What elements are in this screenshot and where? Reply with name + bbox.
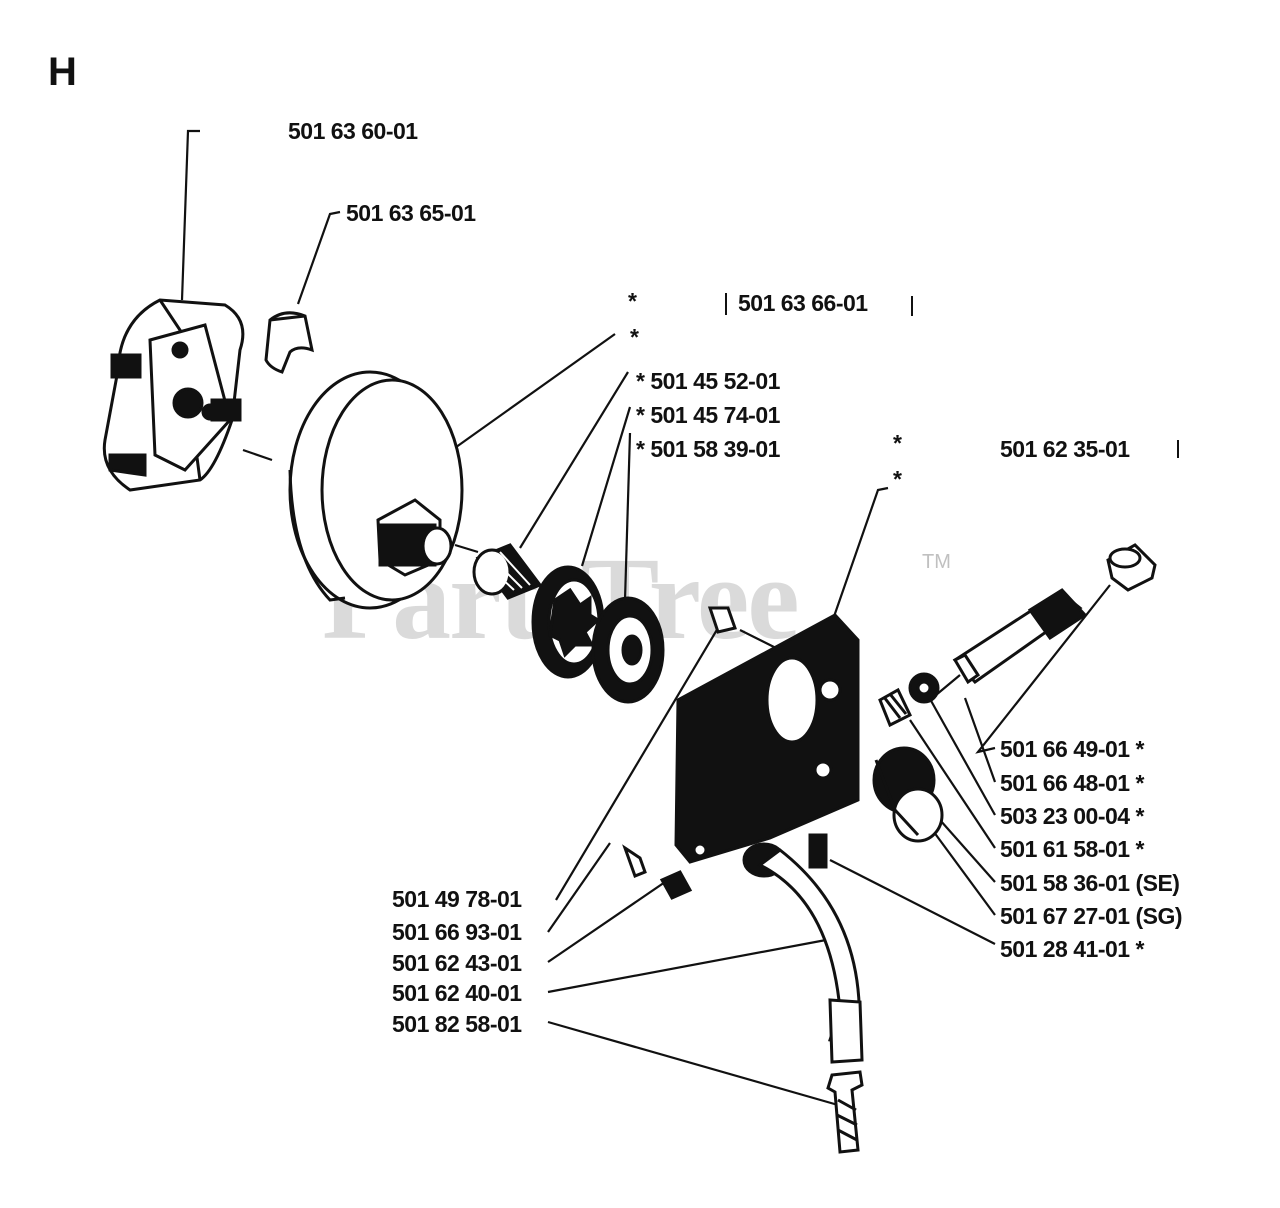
part-label-star-d: * bbox=[893, 466, 902, 492]
washer-ring bbox=[591, 596, 665, 704]
part-label-501-63-65-01: 501 63 65-01 bbox=[346, 200, 476, 226]
leader-line-l13 bbox=[927, 823, 996, 916]
part-label-503-23-00-04: 503 23 00-04 * bbox=[1000, 803, 1144, 829]
leader-line-l19 bbox=[547, 1020, 839, 1107]
leader-line-sprocket bbox=[580, 406, 632, 567]
part-label-501-62-40-01: 501 62 40-01 bbox=[392, 980, 522, 1006]
part-label-501-62-35-01: 501 62 35-01 bbox=[1000, 436, 1130, 462]
part-label-501-45-52-01: * 501 45 52-01 bbox=[636, 368, 780, 394]
worm-gear bbox=[872, 746, 944, 843]
part-label-star-c: * bbox=[893, 430, 902, 456]
leader-line-l14 bbox=[829, 859, 996, 945]
pump-pin bbox=[808, 833, 828, 869]
leader-line-ring bbox=[623, 432, 632, 601]
leader-line-l10 bbox=[924, 689, 996, 816]
pump-spring bbox=[878, 687, 912, 728]
part-label-501-63-66-01: 501 63 66-01 bbox=[738, 290, 868, 316]
part-label-501-61-58-01: 501 61 58-01 * bbox=[1000, 836, 1144, 862]
part-label-501-66-93-01: 501 66 93-01 bbox=[392, 919, 522, 945]
section-letter: H bbox=[48, 50, 77, 94]
leader-line-drum bbox=[451, 333, 616, 451]
part-label-501-62-43-01: 501 62 43-01 bbox=[392, 950, 522, 976]
leader-line-l17 bbox=[547, 879, 669, 963]
hose-fitting bbox=[826, 1070, 864, 1154]
leader-line-l8 bbox=[975, 584, 1111, 754]
trademark-mark: TM bbox=[922, 551, 951, 573]
part-label-501-58-36-01: 501 58 36-01 (SE) bbox=[1000, 870, 1180, 896]
part-label-501-49-78-01: 501 49 78-01 bbox=[392, 886, 522, 912]
leader-line-l9 bbox=[963, 697, 997, 783]
leader-line-l11 bbox=[909, 719, 996, 849]
oil-pump bbox=[674, 613, 860, 864]
clutch-drum bbox=[288, 370, 464, 610]
needle-bearing bbox=[472, 543, 543, 600]
part-label-501-45-74-01: * 501 45 74-01 bbox=[636, 402, 780, 428]
part-label-501-63-60-01: 501 63 60-01 bbox=[288, 118, 418, 144]
plunger-cap bbox=[1106, 543, 1157, 592]
part-label-star-b: * bbox=[630, 324, 639, 350]
part-label-501-28-41-01: 501 28 41-01 * bbox=[1000, 936, 1144, 962]
part-label-501-66-48-01: 501 66 48-01 * bbox=[1000, 770, 1144, 796]
leader-line-l18 bbox=[547, 938, 827, 994]
oil-hose bbox=[742, 842, 864, 1064]
part-label-501-82-58-01: 501 82 58-01 bbox=[392, 1011, 522, 1037]
leader-line-needle-bearing bbox=[519, 371, 629, 549]
leader-line-pump bbox=[828, 486, 889, 629]
part-label-501-66-49-01: 501 66 49-01 * bbox=[1000, 736, 1144, 762]
leader-line-l12 bbox=[939, 819, 996, 883]
leader-line-spring bbox=[296, 210, 341, 305]
leader-line-clutch bbox=[180, 129, 200, 301]
clutch-assembly bbox=[102, 298, 245, 492]
leader-line-l15 bbox=[555, 627, 719, 901]
bolt-small bbox=[707, 606, 737, 634]
clutch-spring bbox=[264, 311, 315, 374]
part-label-501-58-39-01: * 501 58 39-01 bbox=[636, 436, 780, 462]
leader-line-l16 bbox=[547, 842, 611, 933]
part-label-star-a: * bbox=[628, 288, 637, 314]
part-label-501-67-27-01: 501 67 27-01 (SG) bbox=[1000, 903, 1183, 929]
axis-line bbox=[242, 448, 961, 701]
pump-nut bbox=[908, 672, 940, 704]
sprocket bbox=[531, 565, 605, 679]
pump-plunger bbox=[952, 588, 1088, 685]
nipple-fitting bbox=[622, 844, 693, 900]
